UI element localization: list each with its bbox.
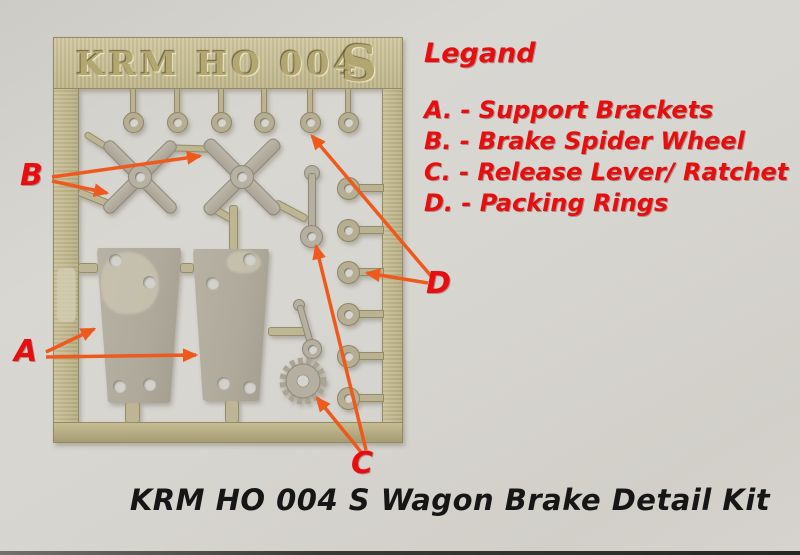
ring [300, 225, 323, 248]
fret-left-rail [53, 88, 79, 423]
legend-item-d: D. - Packing Rings [424, 189, 669, 217]
etch-mark [57, 268, 76, 322]
etched-series-letter: S [341, 34, 378, 93]
photo-caption: KRM HO 004 S Wagon Brake Detail Kit [129, 483, 771, 517]
legend-item-b: B. - Brake Spider Wheel [424, 127, 745, 155]
photo-bottom-edge [0, 551, 800, 555]
label-a: A [14, 334, 38, 369]
brass-etch-fret: KRM HO 004 S [53, 34, 403, 443]
ring [337, 177, 360, 200]
sprue [78, 263, 98, 273]
ratchet-lever [275, 299, 335, 411]
ring [337, 219, 360, 242]
brake-spider-wheel-1 [91, 128, 189, 226]
etched-kit-code: KRM HO 004 [76, 44, 361, 83]
ring [123, 112, 144, 133]
legend-title: Legand [424, 38, 536, 69]
support-bracket-2 [193, 249, 269, 401]
ring [300, 112, 321, 133]
fret-right-rail [382, 88, 403, 423]
label-c: C [351, 446, 374, 481]
sprue [225, 400, 239, 423]
sprue [180, 263, 194, 273]
ring [337, 345, 360, 368]
release-lever [300, 165, 330, 255]
sprue [125, 402, 140, 423]
ring [254, 112, 275, 133]
ring [167, 112, 188, 133]
ring [337, 303, 360, 326]
brake-spider-wheel-2 [191, 126, 293, 228]
ring [338, 112, 359, 133]
ratchet-gear [279, 357, 327, 405]
legend: A. - Support Brackets B. - Brake Spider … [424, 95, 788, 219]
ring [337, 261, 360, 284]
label-d: D [426, 266, 451, 301]
fret-bottom-rail [53, 422, 403, 443]
legend-item-a: A. - Support Brackets [424, 96, 714, 124]
legend-item-c: C. - Release Lever/ Ratchet [424, 158, 789, 186]
support-bracket-1 [97, 248, 181, 403]
ring [211, 112, 232, 133]
label-b: B [20, 158, 43, 193]
fret-top-rail: KRM HO 004 S [53, 34, 403, 93]
ring [337, 387, 360, 410]
